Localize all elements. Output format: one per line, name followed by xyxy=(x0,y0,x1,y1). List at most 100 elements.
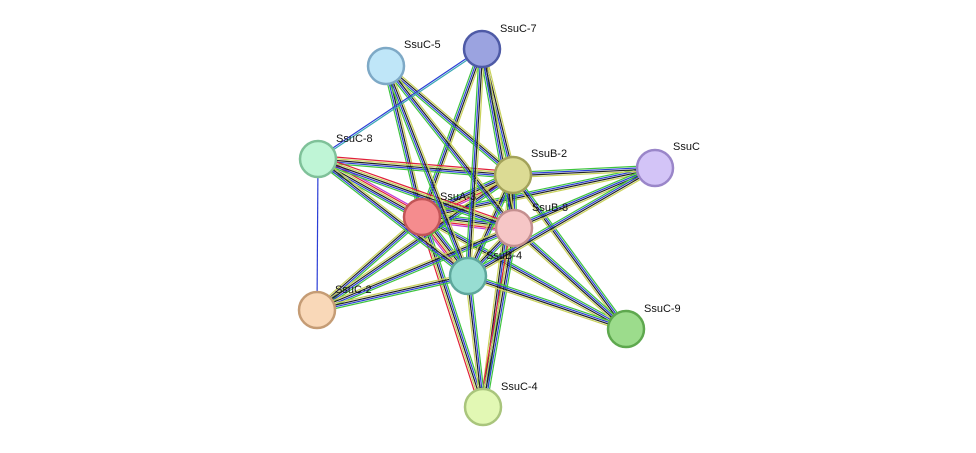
node-ssuc[interactable]: SsuC xyxy=(635,141,700,188)
node-ssua-3-circle[interactable] xyxy=(402,197,442,237)
node-ssub-8-circle[interactable] xyxy=(494,208,534,248)
node-ssuc-4-circle[interactable] xyxy=(463,387,503,427)
node-ssuc-7-circle[interactable] xyxy=(462,29,502,69)
node-ssuc-2-label: SsuC-2 xyxy=(335,284,372,296)
node-ssuc-5-label: SsuC-5 xyxy=(404,39,441,51)
edge-strand-blue xyxy=(468,275,485,407)
node-ssuc-4[interactable]: SsuC-4 xyxy=(463,381,538,427)
edge-strand-blue xyxy=(384,66,468,277)
edge-strand-black xyxy=(316,274,468,310)
edge-ssuc-8-ssuc-7 xyxy=(317,47,483,161)
edge-strand-black xyxy=(468,49,484,277)
edge-strand-black xyxy=(317,158,514,176)
edge-strand-blue xyxy=(512,166,655,175)
node-ssub-8-label: SsuB-8 xyxy=(532,202,568,214)
edge-strand-blue xyxy=(422,215,627,329)
edge-strand-green xyxy=(383,66,467,278)
edge-strand-yellow xyxy=(420,218,626,332)
edge-strand-green xyxy=(383,67,513,230)
edge-strand-yellow xyxy=(483,48,518,228)
node-ssuc-circle[interactable] xyxy=(635,148,675,188)
node-ssuc-9-circle[interactable] xyxy=(606,309,646,349)
node-ssuc-9[interactable]: SsuC-9 xyxy=(606,303,681,349)
edge-strand-green xyxy=(512,164,655,174)
edge-strand-yellow xyxy=(480,227,513,407)
node-ssuc-7-label: SsuC-7 xyxy=(500,23,537,35)
edge-strand-green xyxy=(466,165,655,275)
edge-strand-blue xyxy=(317,159,468,278)
edge-strand-green xyxy=(422,214,628,328)
edge-strand-blue xyxy=(514,226,627,329)
edge-strand-green xyxy=(419,47,481,217)
edge-strand-black xyxy=(316,226,514,310)
node-ssuc-2[interactable]: SsuC-2 xyxy=(297,284,372,330)
edge-strand-green xyxy=(317,161,513,179)
edge-ssua-3-ssuc-8 xyxy=(315,154,425,222)
edge-strand-black xyxy=(386,64,514,175)
edge-strand-magenta xyxy=(319,154,425,214)
node-ssuc-8-label: SsuC-8 xyxy=(336,133,373,145)
node-ssub-2[interactable]: SsuB-2 xyxy=(493,148,567,195)
edge-strand-green xyxy=(317,229,516,313)
edge-strand-black xyxy=(317,158,515,229)
edge-strand-green xyxy=(464,48,481,276)
edge-strand-black xyxy=(466,276,483,408)
edge-strand-blue xyxy=(317,175,514,312)
node-ssub-8[interactable]: SsuB-8 xyxy=(494,202,568,248)
node-ssua-3[interactable]: SsuA-3 xyxy=(402,191,476,237)
edges-layer xyxy=(314,47,657,409)
node-ssuc-5-circle[interactable] xyxy=(366,46,406,86)
edge-strand-yellow xyxy=(387,63,516,174)
edge-strand-yellow xyxy=(510,176,625,331)
edge-strand-yellow xyxy=(318,156,515,227)
node-ssua-3-label: SsuA-3 xyxy=(440,191,476,203)
node-ssuc-2-circle[interactable] xyxy=(297,290,337,330)
edge-ssub-8-ssuc-5 xyxy=(383,64,517,230)
edge-strand-green xyxy=(469,275,487,407)
edge-ssub-8-ssuc-2 xyxy=(315,225,516,313)
edge-strand-yellow xyxy=(318,156,514,174)
edge-strand-black xyxy=(514,168,656,230)
node-ssuc-5[interactable]: SsuC-5 xyxy=(366,39,441,86)
edge-strand-green xyxy=(318,176,515,313)
edge-strand-black xyxy=(386,65,516,228)
edge-strand-black xyxy=(513,168,656,177)
edge-strand-black xyxy=(482,227,515,408)
edge-strand-green xyxy=(512,165,655,227)
edge-strand-blue xyxy=(484,228,517,408)
edge-strand-yellow xyxy=(315,172,512,309)
edge-strand-teal xyxy=(318,49,483,161)
edge-strand-green xyxy=(316,161,514,232)
node-ssuc-7[interactable]: SsuC-7 xyxy=(462,23,537,69)
edge-strand-yellow xyxy=(464,276,482,408)
edge-ssub-8-ssuc-8 xyxy=(316,155,516,232)
node-ssub-4[interactable]: SsuB-4 xyxy=(448,250,522,296)
edge-strand-blue xyxy=(467,166,655,276)
edge-strand-black xyxy=(316,215,422,310)
edge-strand-yellow xyxy=(466,277,626,332)
edge-ssub-4-ssuc-5 xyxy=(383,64,471,278)
node-ssuc-9-label: SsuC-9 xyxy=(644,303,681,315)
edge-ssub-2-ssuc-8 xyxy=(317,155,514,179)
nodes-layer: SsuC-7 SsuC-5 SsuC-8 SsuB-2 SsuC SsuA-3 … xyxy=(297,23,700,427)
edge-strand-black xyxy=(386,65,470,276)
edge-strand-yellow xyxy=(423,49,485,219)
edge-strand-yellow xyxy=(314,214,421,309)
edge-strand-yellow xyxy=(511,229,625,332)
edge-strand-blue xyxy=(317,47,482,159)
node-ssub-2-circle[interactable] xyxy=(493,155,533,195)
node-ssuc-8[interactable]: SsuC-8 xyxy=(298,133,373,179)
edge-ssub-4-ssuc-7 xyxy=(464,48,486,277)
edge-strand-yellow xyxy=(419,217,482,408)
node-ssuc-8-circle[interactable] xyxy=(298,139,338,179)
edge-ssub-4-ssuc-9 xyxy=(466,273,628,332)
edge-strand-black xyxy=(482,48,516,228)
edge-strand-yellow xyxy=(514,169,657,231)
edge-strand-red xyxy=(418,217,481,409)
edge-ssub-8-ssuc-9 xyxy=(511,225,629,332)
edge-strand-red xyxy=(318,155,514,173)
edge-strand-black xyxy=(468,168,656,278)
edge-strand-red xyxy=(318,155,516,226)
edge-strand-green xyxy=(421,164,655,216)
node-ssub-4-circle[interactable] xyxy=(448,256,488,296)
